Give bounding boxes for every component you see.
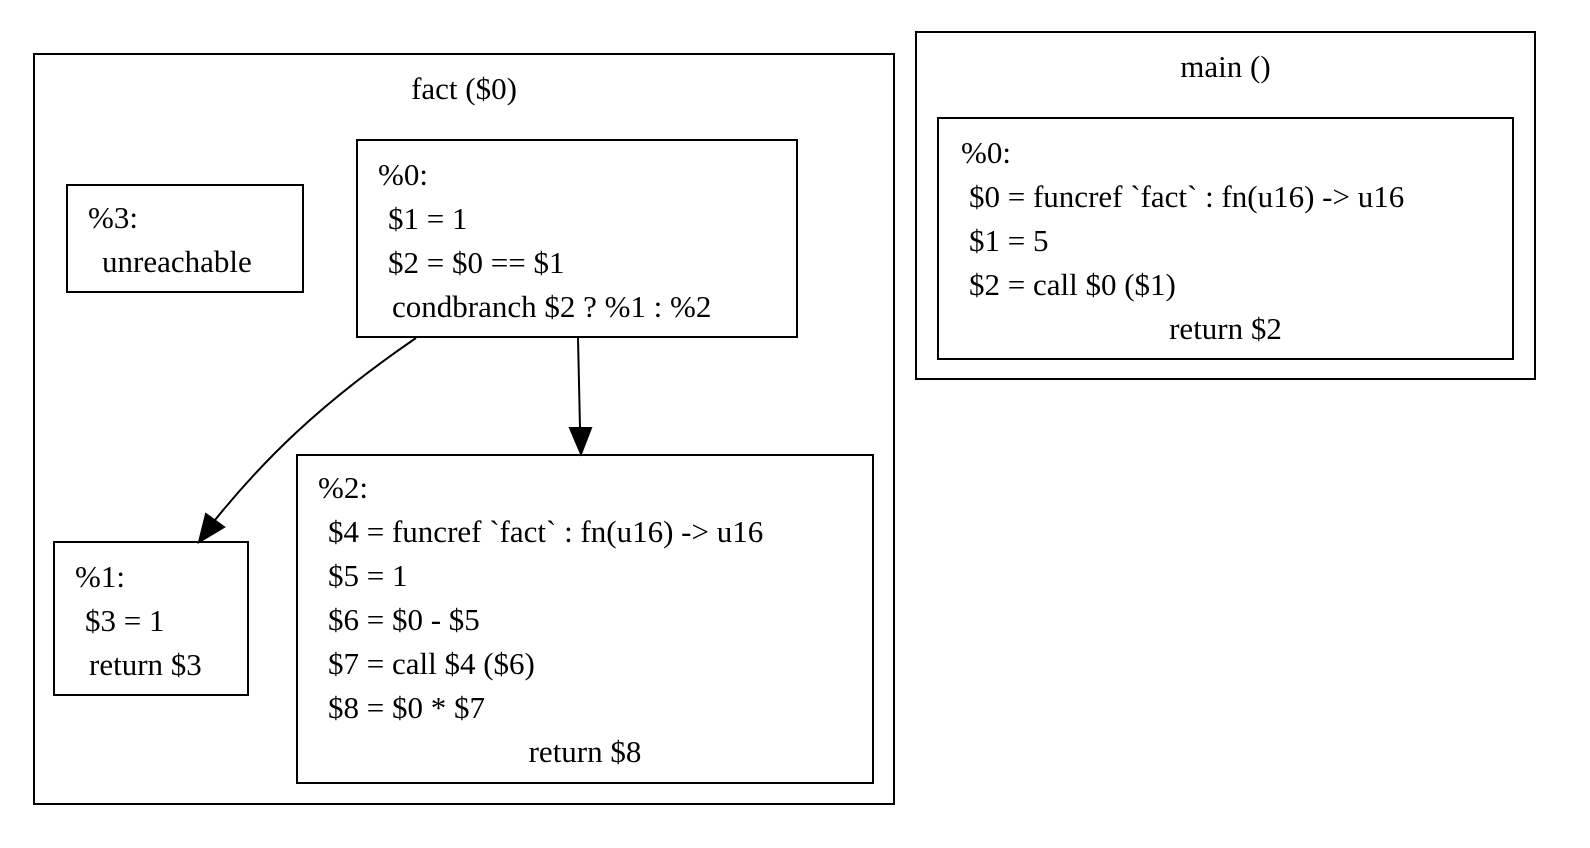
edge-b0-to-b2-arrowhead xyxy=(568,427,593,457)
cluster-fact-title: fact ($0) xyxy=(411,71,517,106)
main-block-0-label: %0: xyxy=(961,135,1011,170)
fact-block-2-label: %2: xyxy=(318,470,368,505)
fact-block-3: %3: unreachable xyxy=(66,184,304,293)
cluster-main-title: main () xyxy=(1180,49,1271,84)
fact-block-0-line: condbranch $2 ? %1 : %2 xyxy=(392,289,712,324)
main-block-0-line: $0 = funcref `fact` : fn(u16) -> u16 xyxy=(969,179,1405,214)
cluster-main: main () xyxy=(915,31,1536,380)
cluster-fact: fact ($0) xyxy=(33,53,895,805)
main-block-0: %0: $0 = funcref `fact` : fn(u16) -> u16… xyxy=(937,117,1514,360)
fact-block-2: %2: $4 = funcref `fact` : fn(u16) -> u16… xyxy=(296,454,874,784)
fact-block-2-line: $7 = call $4 ($6) xyxy=(328,646,535,681)
fact-block-1-line: return $3 xyxy=(89,647,202,682)
fact-block-2-line: $5 = 1 xyxy=(328,558,408,593)
fact-block-2-line: $8 = $0 * $7 xyxy=(328,690,485,725)
main-block-0-line: $2 = call $0 ($1) xyxy=(969,267,1176,302)
fact-block-3-label: %3: xyxy=(88,200,138,235)
main-block-0-line: return $2 xyxy=(1169,311,1282,346)
fact-block-2-line: $4 = funcref `fact` : fn(u16) -> u16 xyxy=(328,514,764,549)
fact-block-2-line: return $8 xyxy=(528,734,642,769)
fact-block-0: %0: $1 = 1 $2 = $0 == $1 condbranch $2 ?… xyxy=(356,139,798,338)
main-block-0-line: $1 = 5 xyxy=(969,223,1049,258)
edge-b0-to-b1-arrowhead xyxy=(197,512,226,545)
fact-block-0-label: %0: xyxy=(378,157,428,192)
edge-b0-to-b2 xyxy=(577,337,581,429)
fact-block-0-line: $1 = 1 xyxy=(388,201,468,236)
fact-block-0-line: $2 = $0 == $1 xyxy=(388,245,565,280)
fact-block-1: %1: $3 = 1 return $3 xyxy=(53,541,249,696)
fact-block-2-line: $6 = $0 - $5 xyxy=(328,602,480,637)
edge-b0-to-b1 xyxy=(214,337,417,521)
fact-block-3-line: unreachable xyxy=(102,244,252,279)
fact-block-1-line: $3 = 1 xyxy=(85,603,165,638)
fact-block-1-label: %1: xyxy=(75,559,125,594)
